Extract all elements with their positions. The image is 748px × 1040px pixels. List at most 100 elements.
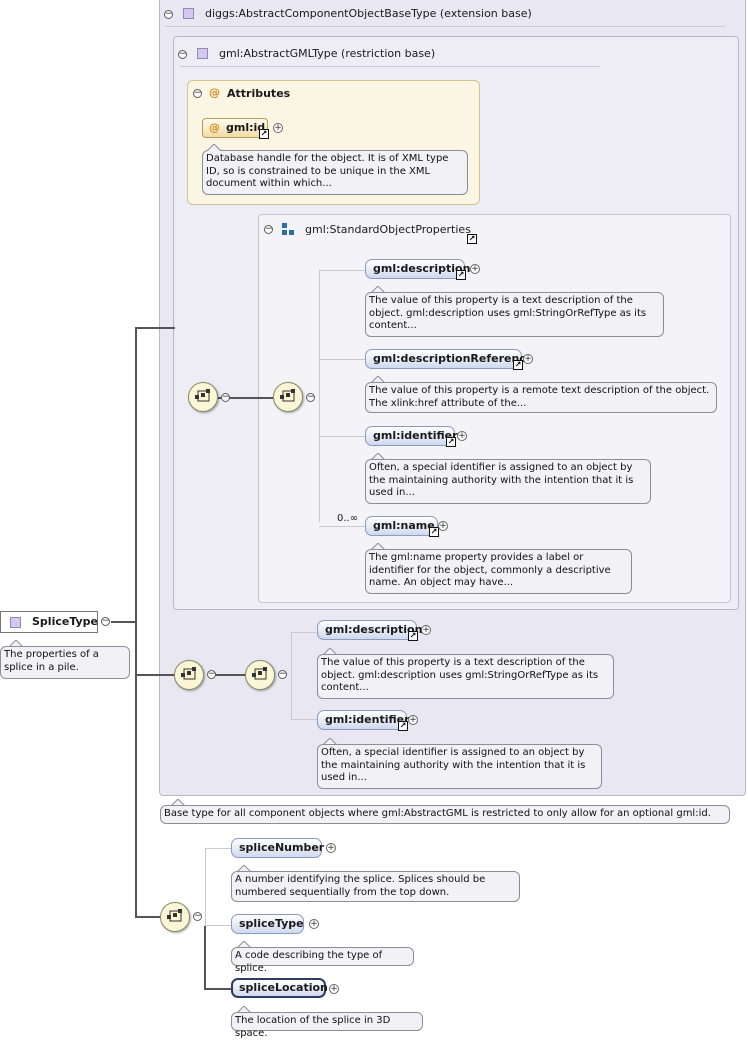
collapse-toggle-root[interactable]: −	[101, 616, 110, 626]
note-tab	[323, 648, 337, 655]
connector-line	[204, 988, 232, 990]
element-note: The value of this property is a text des…	[317, 654, 614, 699]
collapse-toggle-sequence[interactable]: −	[207, 669, 216, 679]
element-gml-description[interactable]: gml:description ↗	[365, 259, 470, 280]
tree-line	[319, 526, 365, 527]
note-tab	[207, 144, 221, 151]
reference-arrow-icon[interactable]: ↗	[446, 437, 456, 447]
element-splice-type[interactable]: spliceType	[231, 914, 304, 934]
expand-icon[interactable]: +	[523, 354, 533, 364]
reference-arrow-icon[interactable]: ↗	[259, 129, 269, 139]
expand-icon[interactable]: +	[408, 715, 418, 725]
reference-arrow-icon[interactable]: ↗	[398, 721, 408, 731]
reference-arrow-icon[interactable]: ↗	[408, 631, 418, 641]
expand-icon[interactable]: +	[329, 984, 339, 994]
tree-line	[319, 359, 365, 360]
expand-icon[interactable]: +	[273, 123, 283, 133]
tree-line	[205, 848, 206, 926]
collapse-toggle-sequence[interactable]: −	[221, 392, 230, 402]
note-tab	[237, 1006, 251, 1013]
note-tab	[323, 738, 337, 745]
element-gml-description-reference[interactable]: gml:descriptionReference ↗	[365, 349, 533, 370]
group-icon	[282, 223, 294, 235]
reference-arrow-icon[interactable]: ↗	[467, 234, 477, 244]
extension-panel-title: diggs:AbstractComponentObjectBaseType (e…	[205, 7, 532, 20]
element-gml-description[interactable]: gml:description ↗	[317, 620, 422, 641]
tree-line	[319, 270, 365, 271]
collapse-toggle-group[interactable]: −	[264, 224, 273, 234]
element-name: spliceNumber	[239, 841, 325, 854]
collapse-toggle-extension[interactable]: −	[164, 9, 173, 19]
element-name: spliceType	[239, 917, 304, 930]
attribute-at-icon: @	[209, 86, 220, 99]
connector-line	[135, 674, 175, 676]
complex-type-icon	[197, 48, 208, 59]
tree-line	[205, 848, 231, 849]
sequence-compositor-icon[interactable]	[188, 382, 218, 412]
root-complex-type-spliceType[interactable]: SpliceType	[0, 611, 98, 633]
element-gml-identifier[interactable]: gml:identifier ↗	[317, 710, 410, 731]
reference-arrow-icon[interactable]: ↗	[456, 270, 466, 280]
reference-arrow-icon[interactable]: ↗	[429, 527, 439, 537]
expand-icon[interactable]: +	[326, 843, 336, 853]
expand-icon[interactable]: +	[470, 264, 480, 274]
tree-line	[291, 719, 317, 720]
cardinality-label: 0..∞	[337, 513, 359, 524]
attributes-panel-title: Attributes	[227, 87, 291, 100]
root-type-name: SpliceType	[32, 615, 99, 628]
tree-line	[291, 632, 317, 633]
expand-icon[interactable]: +	[309, 919, 319, 929]
element-note: The gml:name property provides a label o…	[365, 549, 632, 594]
group-panel-title: gml:StandardObjectProperties	[305, 223, 471, 236]
element-gml-name[interactable]: gml:name ↗	[365, 516, 439, 537]
note-tab	[9, 640, 23, 647]
note-tab	[371, 286, 385, 293]
expand-icon[interactable]: +	[457, 431, 467, 441]
element-note: The value of this property is a remote t…	[365, 382, 717, 413]
note-tab	[371, 376, 385, 383]
element-splice-location[interactable]: spliceLocation	[231, 978, 328, 998]
element-name: gml:description	[373, 262, 471, 275]
element-gml-identifier[interactable]: gml:identifier ↗	[365, 426, 458, 447]
attribute-at-icon: @	[209, 121, 220, 134]
element-splice-number[interactable]: spliceNumber	[231, 838, 325, 858]
sequence-compositor-icon[interactable]	[245, 660, 275, 690]
reference-arrow-icon[interactable]: ↗	[513, 360, 523, 370]
note-tab	[371, 453, 385, 460]
restriction-panel-title: gml:AbstractGMLType (restriction base)	[219, 47, 436, 60]
attribute-gml-id[interactable]: @ gml:id ↗	[202, 118, 269, 139]
root-type-note: The properties of a splice in a pile.	[0, 646, 130, 679]
note-tab	[237, 865, 251, 872]
collapse-toggle-sequence[interactable]: −	[278, 669, 287, 679]
expand-icon[interactable]: +	[438, 521, 448, 531]
note-tab	[371, 543, 385, 550]
sequence-compositor-icon[interactable]	[174, 660, 204, 690]
connector-line	[135, 327, 175, 329]
element-note: Often, a special identifier is assigned …	[317, 744, 602, 789]
element-name: gml:description	[325, 623, 423, 636]
connector-line	[214, 674, 246, 676]
complex-type-icon	[10, 617, 21, 628]
element-note: A code describing the type of splice.	[231, 947, 414, 974]
divider	[180, 66, 600, 67]
note-tab	[171, 799, 185, 806]
connector-line	[218, 397, 274, 399]
tree-line	[319, 270, 320, 522]
note-tab	[237, 941, 251, 948]
connector-line	[111, 621, 136, 623]
attribute-note: Database handle for the object. It is of…	[202, 150, 468, 195]
element-name: gml:identifier	[373, 429, 458, 442]
sequence-compositor-icon[interactable]	[160, 902, 190, 932]
element-name: gml:descriptionReference	[373, 352, 534, 365]
expand-icon[interactable]: +	[421, 625, 431, 635]
element-note: The location of the splice in 3D space.	[231, 1012, 423, 1039]
connector-line	[204, 926, 206, 989]
connector-line	[135, 916, 161, 918]
tree-line	[205, 925, 231, 926]
connector-line	[135, 328, 137, 918]
collapse-toggle-sequence[interactable]: −	[193, 911, 202, 921]
collapse-toggle-sequence[interactable]: −	[306, 392, 315, 402]
collapse-toggle-restriction[interactable]: −	[178, 49, 187, 59]
collapse-toggle-attributes[interactable]: −	[193, 88, 202, 98]
sequence-compositor-icon[interactable]	[273, 382, 303, 412]
